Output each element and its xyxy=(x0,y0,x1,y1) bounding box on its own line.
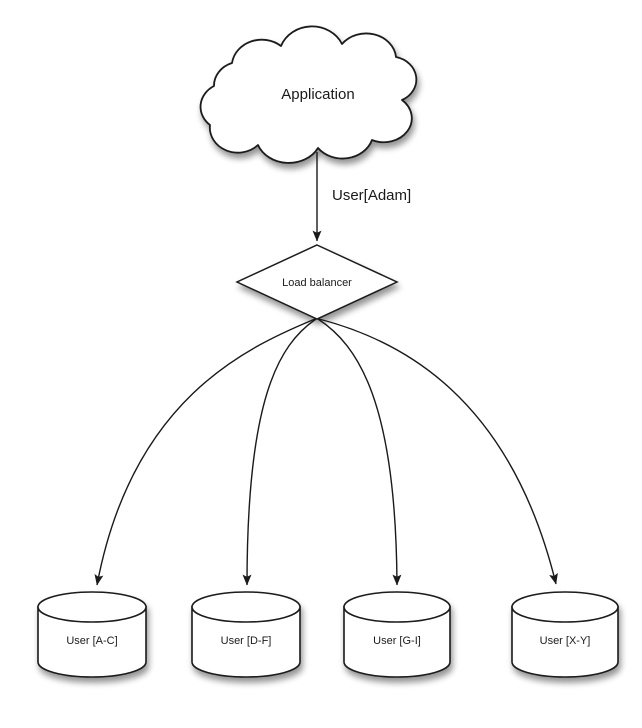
database-cylinder-icon xyxy=(191,606,301,678)
node-database-1[interactable] xyxy=(191,591,301,678)
node-application-cloud[interactable] xyxy=(199,25,418,164)
edge-loadbalancer-to-db-2 xyxy=(317,318,402,586)
cylinder-top-ellipse xyxy=(37,591,147,623)
database-cylinder-icon xyxy=(37,606,147,678)
database-label-3: User [X-Y] xyxy=(540,635,591,647)
cylinder-top-ellipse xyxy=(343,591,451,623)
diamond-icon xyxy=(235,244,399,320)
node-database-2[interactable] xyxy=(343,591,451,678)
cylinder-top-ellipse xyxy=(511,591,619,623)
diamond-label: Load balancer xyxy=(282,277,352,289)
node-database-0[interactable] xyxy=(37,591,147,678)
database-label-1: User [D-F] xyxy=(221,635,272,647)
edge-loadbalancer-to-db-0 xyxy=(94,318,316,586)
database-label-2: User [G-I] xyxy=(373,635,421,647)
node-database-3[interactable] xyxy=(511,591,619,678)
database-cylinder-icon xyxy=(511,606,619,678)
cylinder-top-ellipse xyxy=(191,591,301,623)
database-cylinder-icon xyxy=(343,606,451,678)
cloud-icon xyxy=(199,25,418,164)
edge-loadbalancer-to-db-1 xyxy=(242,318,317,586)
edge-label-user-adam: User[Adam] xyxy=(332,187,411,204)
cloud-label: Application xyxy=(281,86,354,103)
edge-loadbalancer-to-db-3 xyxy=(318,318,558,585)
database-label-0: User [A-C] xyxy=(66,635,117,647)
node-loadbalancer-diamond[interactable] xyxy=(235,244,399,320)
